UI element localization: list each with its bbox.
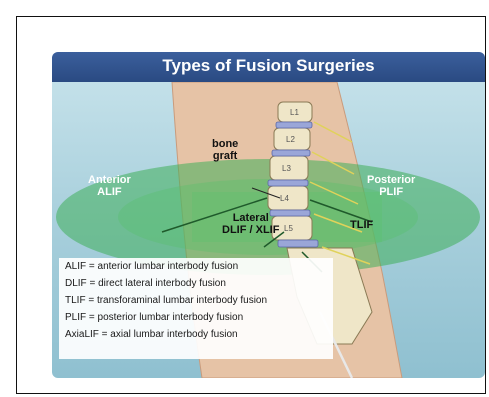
image-frame: Types of Fusion Surgeries — [16, 16, 486, 394]
legend-item: TLIF = transforaminal lumbar interbody f… — [59, 292, 333, 309]
legend-item: PLIF = posterior lumbar interbody fusion — [59, 309, 333, 326]
vertebra-label: L4 — [280, 194, 289, 203]
title-bar: Types of Fusion Surgeries — [52, 52, 485, 82]
label-lateral-line1: Lateral — [222, 212, 279, 224]
vertebra-label: L1 — [290, 108, 299, 117]
disc — [276, 122, 312, 128]
label-lateral: Lateral DLIF / XLIF — [222, 212, 279, 236]
label-tlif: TLIF — [350, 219, 373, 231]
label-bone-graft: bone graft — [212, 138, 238, 162]
legend-box: ALIF = anterior lumbar interbody fusion … — [59, 258, 333, 359]
diagram-card: Types of Fusion Surgeries — [52, 52, 485, 378]
label-bone-graft-line1: bone — [212, 138, 238, 150]
diagram-title: Types of Fusion Surgeries — [52, 56, 485, 76]
label-posterior-line1: Posterior — [367, 174, 415, 186]
disc — [268, 180, 308, 186]
legend-item: ALIF = anterior lumbar interbody fusion — [59, 258, 333, 275]
disc — [272, 150, 310, 156]
label-posterior-line2: PLIF — [367, 186, 415, 198]
label-anterior-line2: ALIF — [88, 186, 131, 198]
legend-item: AxiaLIF = axial lumbar interbody fusion — [59, 326, 333, 343]
vertebra-label: L5 — [284, 224, 293, 233]
disc — [278, 240, 318, 247]
label-posterior: Posterior PLIF — [367, 174, 415, 198]
label-bone-graft-line2: graft — [212, 150, 238, 162]
vertebra-label: L2 — [286, 135, 295, 144]
label-lateral-line2: DLIF / XLIF — [222, 224, 279, 236]
label-anterior: Anterior ALIF — [88, 174, 131, 198]
label-anterior-line1: Anterior — [88, 174, 131, 186]
vertebra-label: L3 — [282, 164, 291, 173]
legend-item: DLIF = direct lateral interbody fusion — [59, 275, 333, 292]
